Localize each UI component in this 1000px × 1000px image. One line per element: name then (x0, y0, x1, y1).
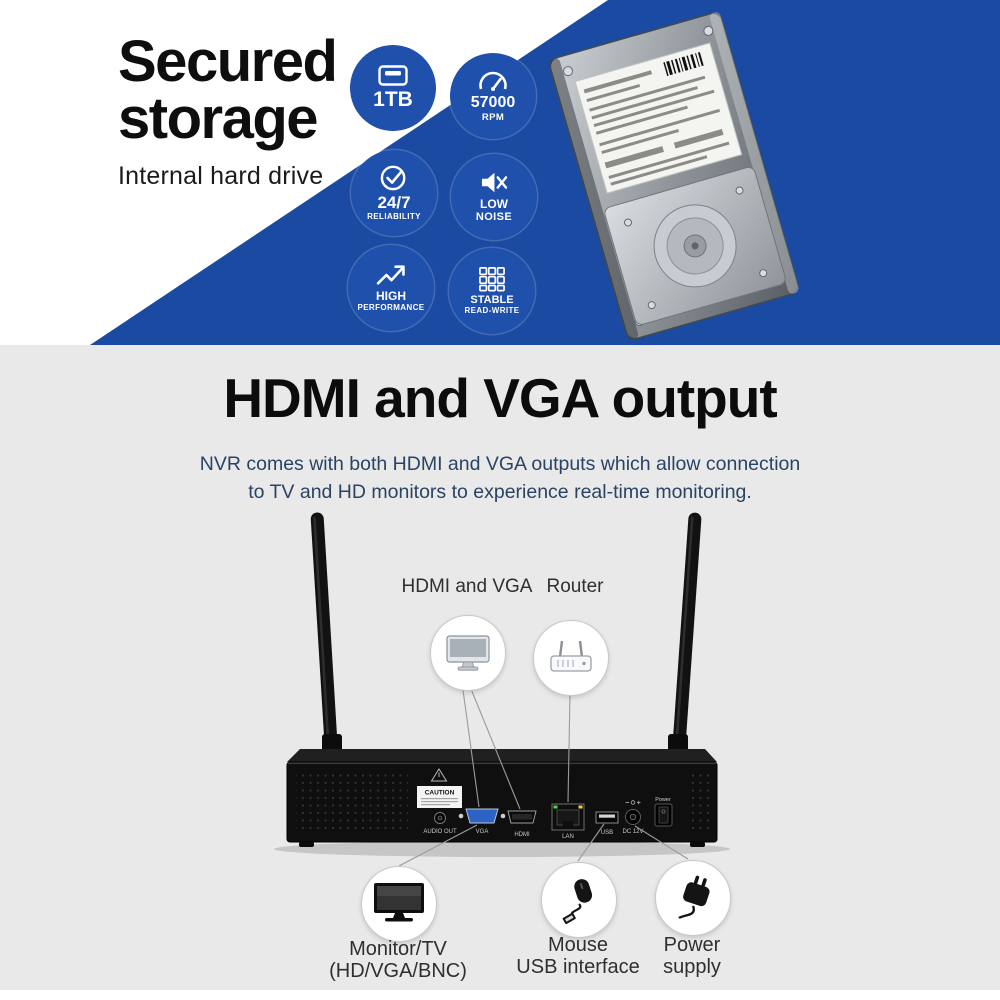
hdmi-vga-callout-label: HDMI and VGA (401, 576, 533, 597)
hard-drive-image (549, 12, 799, 340)
feature-badge-capacity: 1TB (350, 45, 436, 131)
secured-storage-section: Secured storage Internal hard drive 1TB … (0, 0, 1000, 345)
feature-badge-readwrite: STABLE READ-WRITE (449, 248, 535, 334)
grid-icon (479, 266, 505, 292)
badge-label: STABLE (470, 293, 514, 306)
power-switch (654, 803, 673, 827)
monitor-tv-label: Monitor/TV (HD/VGA/BNC) (298, 938, 498, 982)
storage-title: Secured storage (118, 29, 338, 151)
storage-subtitle: Internal hard drive (118, 161, 324, 190)
feature-badge-performance: HIGH PERFORMANCE (348, 245, 434, 331)
badge-label: 24/7 (377, 193, 411, 213)
power-supply-label-line1: Power (663, 934, 721, 956)
caution-text: CAUTION (425, 790, 455, 797)
badge-sublabel: NOISE (475, 210, 513, 223)
connector-lines (398, 688, 689, 867)
feature-badge-noise: LOW NOISE (451, 154, 537, 240)
monitor-tv-label-line1: Monitor/TV (349, 938, 447, 960)
section-description: NVR comes with both HDMI and VGA outputs… (0, 450, 1000, 506)
feature-badge-reliability: 24/7 RELIABILITY (351, 150, 437, 236)
monitor-tv-label-line2: (HD/VGA/BNC) (329, 960, 467, 982)
monitor-tv-callout-circle (361, 866, 437, 942)
port-label-usb: USB (601, 830, 613, 836)
mouse-label: Mouse USB interface (478, 934, 678, 978)
section-description-line1: NVR comes with both HDMI and VGA outputs… (199, 453, 801, 475)
hdmi-port (507, 810, 537, 824)
right-vent-grille (690, 774, 710, 832)
port-label-lan: LAN (562, 834, 574, 840)
mouse-icon (562, 879, 593, 924)
dc-power-port (625, 800, 641, 825)
badge-label: 1TB (373, 87, 413, 111)
caution-label: CAUTION (417, 786, 462, 808)
device-shadow (274, 841, 730, 857)
router-callout-circle (533, 620, 609, 696)
nvr-diagram: CAUTION AUDIO OUT VGA (274, 512, 730, 867)
speedometer-icon (479, 72, 507, 92)
right-antenna (671, 512, 702, 763)
check-circle-icon (380, 165, 406, 191)
usb-port (595, 811, 619, 824)
router-callout-label: Router (546, 576, 604, 597)
port-label-vga: VGA (476, 829, 489, 835)
hard-drive-icon (378, 65, 408, 86)
badge-sublabel: READ-WRITE (464, 306, 520, 316)
port-label-hdmi: HDMI (514, 832, 530, 838)
audio-out-port (434, 812, 446, 824)
section-description-line2: to TV and HD monitors to experience real… (248, 481, 752, 503)
storage-title-line1: Secured (118, 29, 338, 94)
router-icon (550, 640, 592, 672)
section-title: HDMI and VGA output (223, 367, 777, 429)
feature-badge-rpm: 57000 RPM (450, 53, 536, 139)
power-supply-label: Power supply (612, 934, 772, 978)
power-adapter-icon (678, 875, 710, 919)
storage-text-block: Secured storage Internal hard drive (118, 29, 338, 191)
mouse-callout-circle (541, 862, 617, 938)
mouse-label-line2: USB interface (516, 956, 640, 978)
badge-sublabel: RELIABILITY (367, 212, 421, 222)
left-vent-grille (296, 772, 408, 834)
badge-label: LOW (480, 197, 508, 212)
dc-polarity-mark (625, 800, 641, 805)
monitor-icon (446, 635, 490, 671)
vga-port (458, 808, 506, 824)
mute-speaker-icon (481, 172, 508, 193)
power-callout-circle (655, 860, 731, 936)
hdmi-vga-callout-circle (430, 615, 506, 691)
power-switch-label: Power (655, 797, 671, 803)
nvr-device: CAUTION AUDIO OUT VGA (286, 749, 718, 847)
port-label-audio-out: AUDIO OUT (423, 829, 457, 835)
warning-triangle-icon (430, 768, 448, 782)
port-label-dc12v: DC 12V (622, 829, 643, 835)
badge-sublabel: RPM (481, 112, 505, 124)
badge-sublabel: PERFORMANCE (357, 303, 425, 312)
badge-label: HIGH (376, 289, 406, 304)
trend-up-icon (376, 265, 405, 286)
tv-icon (374, 883, 424, 922)
mouse-label-line1: Mouse (547, 934, 609, 956)
power-supply-label-line2: supply (663, 956, 721, 978)
storage-title-line2: storage (118, 85, 319, 151)
badge-label: 57000 (470, 94, 516, 112)
left-antenna (310, 512, 339, 763)
lan-port (551, 803, 585, 831)
